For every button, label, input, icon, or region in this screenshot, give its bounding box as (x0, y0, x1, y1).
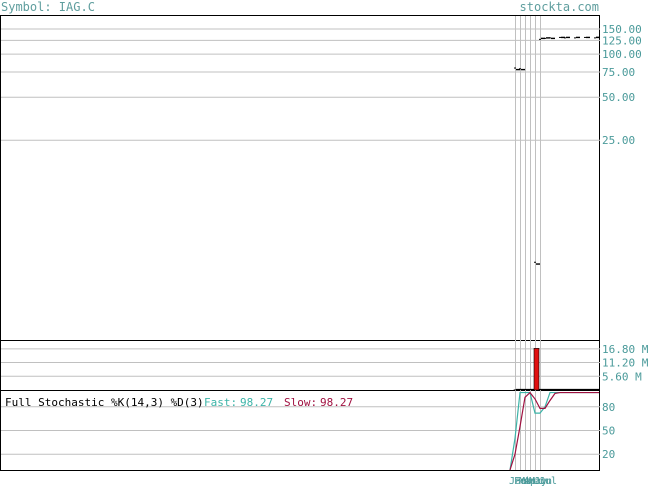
price-tick-label: 125.00 (602, 34, 642, 47)
volume-bars (514, 348, 600, 390)
stochastic-tick-label: 80 (602, 401, 615, 414)
slow-value: 98.27 (320, 396, 353, 409)
price-panel-frame (1, 16, 600, 341)
x-month-label: Jul (539, 476, 557, 486)
volume-tick-label: 11.20 M (602, 357, 649, 370)
slow-line (510, 393, 599, 470)
stochastic-axis-ticks: 80 50 20 (602, 401, 615, 461)
stochastic-tick-label: 20 (602, 448, 615, 461)
stochastic-tick-label: 50 (602, 425, 615, 438)
site-name: stockta.com (520, 0, 599, 14)
stochastic-title: Full Stochastic %K(14,3) %D(3) (5, 396, 204, 409)
volume-tick-label: 16.80 M (602, 343, 649, 356)
volume-panel-frame (1, 341, 600, 391)
fast-value: 98.27 (240, 396, 273, 409)
stochastic-lines (510, 393, 599, 470)
slow-label: Slow: (284, 396, 317, 409)
fast-label: Fast: (204, 396, 237, 409)
price-tick-label: 100.00 (602, 48, 642, 61)
price-tick-label: 75.00 (602, 66, 635, 79)
price-tick-label: 25.00 (602, 134, 635, 147)
volume-tick-label: 5.60 M (602, 370, 642, 383)
price-tick-label: 50.00 (602, 91, 635, 104)
symbol-label: Symbol: IAG.C (1, 0, 95, 14)
price-bars (514, 37, 600, 264)
volume-bar (534, 348, 539, 390)
volume-axis-ticks: 16.80 M11.20 M5.60 M (602, 343, 649, 383)
